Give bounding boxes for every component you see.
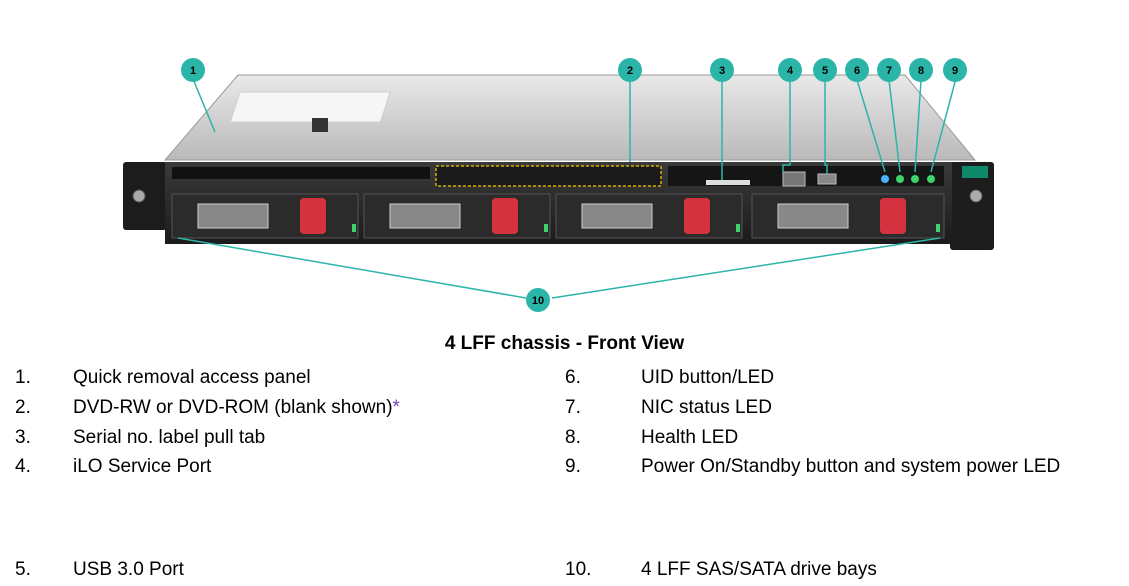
legend-text: 4 LFF SAS/SATA drive bays bbox=[641, 559, 877, 580]
callout-5: 5 bbox=[813, 58, 837, 82]
legend-number: 2. bbox=[15, 397, 31, 418]
legend-text: iLO Service Port bbox=[73, 456, 212, 477]
legend-text: UID button/LED bbox=[641, 367, 775, 388]
svg-text:8: 8 bbox=[918, 65, 924, 77]
legend-text: Power On/Standby button and system power… bbox=[641, 456, 1061, 477]
svg-text:2: 2 bbox=[627, 65, 633, 77]
access-panel-label bbox=[229, 91, 391, 123]
health-led bbox=[911, 175, 919, 183]
power-button-led bbox=[927, 175, 935, 183]
legend-text: DVD-RW or DVD-ROM (blank shown) bbox=[73, 397, 393, 418]
legend-text: Serial no. label pull tab bbox=[73, 427, 266, 448]
legend-number: 1. bbox=[15, 367, 31, 388]
legend-number: 8. bbox=[565, 427, 581, 448]
svg-text:7: 7 bbox=[886, 65, 892, 77]
svg-text:3: 3 bbox=[719, 65, 725, 77]
callout-6: 6 bbox=[845, 58, 869, 82]
footnote-asterisk: * bbox=[392, 397, 400, 418]
usb-port bbox=[817, 173, 837, 185]
callout-1: 1 bbox=[181, 58, 205, 82]
callout-4: 4 bbox=[778, 58, 802, 82]
access-panel-latch bbox=[312, 118, 328, 132]
callout-8: 8 bbox=[909, 58, 933, 82]
svg-text:5: 5 bbox=[822, 65, 828, 77]
serial-pull-tab bbox=[706, 180, 750, 185]
legend-text: NIC status LED bbox=[641, 397, 772, 418]
optical-drive-bay bbox=[435, 165, 662, 187]
drive-bay-1 bbox=[171, 193, 359, 239]
svg-text:1: 1 bbox=[190, 65, 196, 77]
legend-number: 7. bbox=[565, 397, 581, 418]
figure-caption: 4 LFF chassis - Front View bbox=[444, 333, 685, 354]
callout-3: 3 bbox=[710, 58, 734, 82]
drive-bay-2 bbox=[363, 193, 551, 239]
legend-text: Health LED bbox=[641, 427, 739, 448]
uid-led bbox=[881, 175, 889, 183]
leader-lines bbox=[177, 78, 956, 299]
svg-text:9: 9 bbox=[952, 65, 958, 77]
nic-status-led bbox=[896, 175, 904, 183]
drive-bay-3 bbox=[555, 193, 743, 239]
legend-text: USB 3.0 Port bbox=[73, 559, 184, 580]
legend-number: 5. bbox=[15, 559, 31, 580]
callout-9: 9 bbox=[943, 58, 967, 82]
right-thumbscrew bbox=[969, 189, 983, 203]
vent-row bbox=[172, 167, 430, 179]
legend-number: 6. bbox=[565, 367, 581, 388]
legend-number: 10. bbox=[565, 559, 592, 580]
server-front-view-diagram: 1 2 3 4 5 6 7 8 9 10 bbox=[123, 58, 994, 312]
callout-7: 7 bbox=[877, 58, 901, 82]
svg-text:6: 6 bbox=[854, 65, 860, 77]
legend-number: 4. bbox=[15, 456, 31, 477]
callout-2: 2 bbox=[618, 58, 642, 82]
ilo-service-port bbox=[782, 171, 806, 187]
svg-text:4: 4 bbox=[787, 65, 794, 77]
drive-bay-4 bbox=[751, 193, 945, 239]
legend-number: 3. bbox=[15, 427, 31, 448]
legend-text: Quick removal access panel bbox=[73, 367, 311, 388]
callout-10: 10 bbox=[526, 288, 550, 312]
right-rack-ear bbox=[950, 162, 994, 250]
left-thumbscrew bbox=[132, 189, 146, 203]
svg-text:10: 10 bbox=[532, 295, 544, 307]
legend-number: 9. bbox=[565, 456, 581, 477]
hpe-logo-badge bbox=[962, 166, 988, 178]
